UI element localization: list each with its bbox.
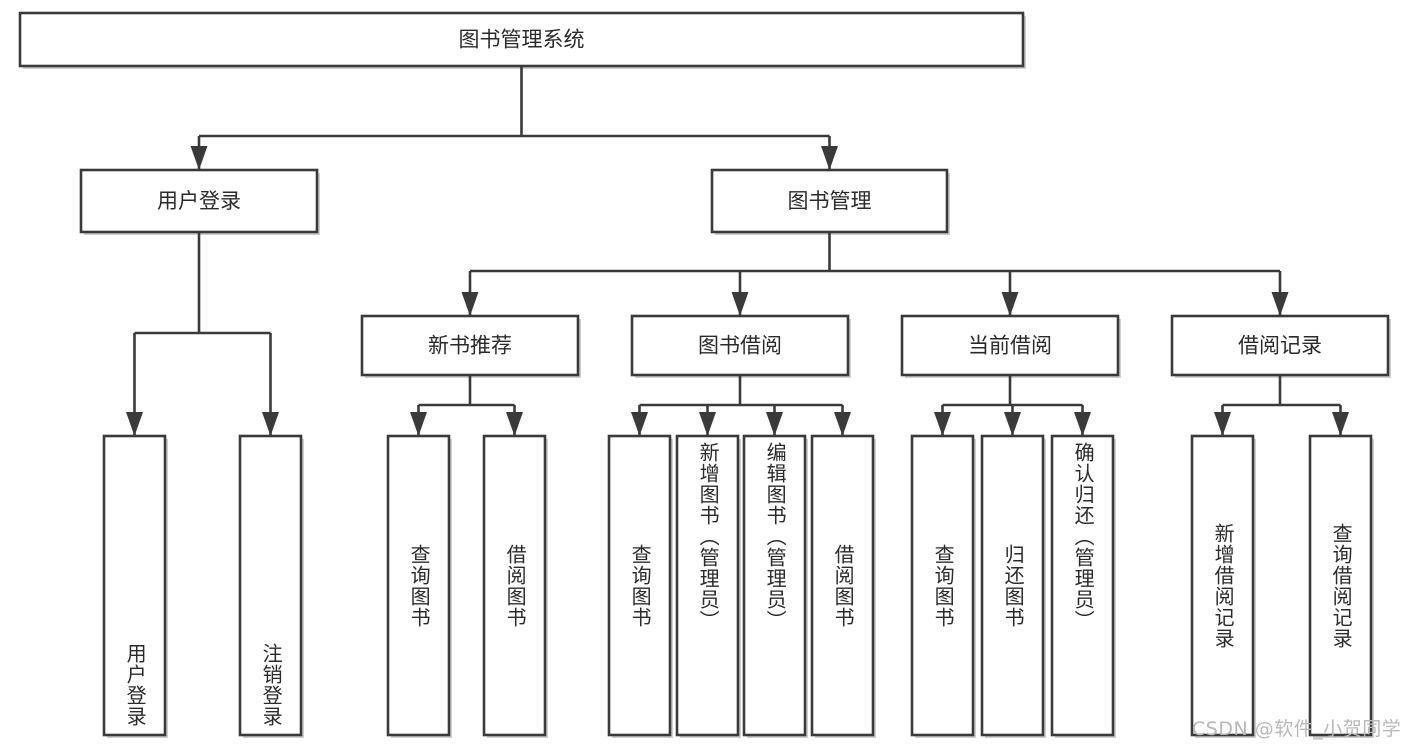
arrow-icon-cb-return-book (1004, 412, 1021, 436)
arrow-icon-user-login-do (126, 412, 143, 436)
node-cb-query-book[interactable] (910, 434, 976, 738)
arrow-icon-cb-confirm-return (1074, 412, 1091, 436)
arrow-icon-nb-query-book (410, 412, 427, 436)
node-bb-edit-book[interactable] (742, 434, 808, 738)
arrow-icon-bb-borrow-book (834, 412, 851, 436)
node-nb-borrow-book[interactable] (482, 434, 548, 738)
node-current-borrow[interactable] (900, 314, 1121, 378)
arrow-icon-nb-borrow-book (506, 412, 523, 436)
node-label-book-borrow: 图书借阅 (698, 334, 782, 358)
node-root[interactable] (18, 11, 1026, 69)
arrow-icon-user-logout (262, 412, 279, 436)
node-label-new-book-recommend: 新书推荐 (428, 334, 512, 358)
node-user-logout[interactable] (238, 434, 304, 738)
arrow-icon-book-borrow (731, 292, 749, 316)
arrow-icon-bb-query-book (631, 412, 648, 436)
node-br-query-record[interactable] (1308, 434, 1374, 738)
arrow-icon-current-borrow (1001, 292, 1019, 316)
node-label-borrow-records: 借阅记录 (1238, 334, 1322, 358)
node-cb-return-book[interactable] (980, 434, 1046, 738)
node-user-login[interactable] (79, 168, 320, 235)
arrow-icon-bb-add-book (699, 412, 716, 436)
node-user-login-do[interactable] (102, 434, 168, 738)
node-borrow-records[interactable] (1170, 314, 1391, 378)
arrow-icon-br-query-record (1332, 412, 1349, 436)
node-br-add-record[interactable] (1190, 434, 1256, 738)
arrow-icon-user-login (190, 146, 208, 170)
arrow-icon-new-book-recommend (461, 292, 479, 316)
arrow-icon-cb-query-book (934, 412, 951, 436)
node-bb-add-book[interactable] (675, 434, 741, 738)
node-book-borrow[interactable] (630, 314, 851, 378)
node-label-current-borrow: 当前借阅 (968, 334, 1052, 358)
node-label-user-login: 用户登录 (157, 189, 241, 213)
node-label-root: 图书管理系统 (459, 28, 585, 52)
node-label-book-manage: 图书管理 (788, 189, 872, 213)
node-nb-query-book[interactable] (386, 434, 452, 738)
arrow-icon-book-manage (821, 146, 838, 170)
node-bb-query-book[interactable] (607, 434, 673, 738)
arrow-icon-bb-edit-book (766, 412, 783, 436)
node-bb-borrow-book[interactable] (810, 434, 876, 738)
arrow-icon-br-add-record (1214, 412, 1231, 436)
node-new-book-recommend[interactable] (360, 314, 581, 378)
node-cb-confirm-return[interactable] (1050, 434, 1116, 738)
arrow-icon-borrow-records (1271, 292, 1289, 316)
watermark-label: CSDN @软件_小贺同学 (1192, 718, 1402, 740)
